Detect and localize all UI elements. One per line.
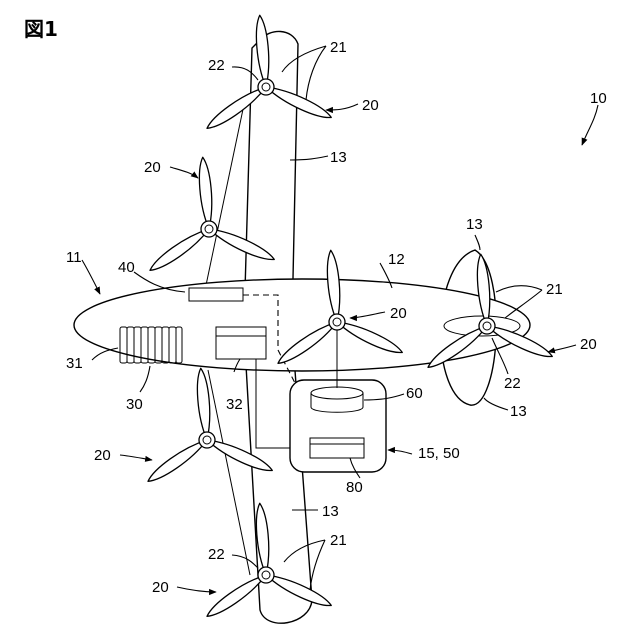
label-20-center: 20 (390, 305, 407, 322)
label-20-bottom: 20 (152, 579, 169, 596)
label-20-upper-left: 20 (144, 159, 161, 176)
label-13-right-bottom: 13 (510, 403, 527, 420)
label-22-right: 22 (504, 375, 521, 392)
label-21-right: 21 (546, 281, 563, 298)
label-20-right: 20 (580, 336, 597, 353)
label-10: 10 (590, 90, 607, 107)
fuselage-body (74, 279, 530, 371)
label-20-lower-left: 20 (94, 447, 111, 464)
label-40: 40 (118, 259, 135, 276)
label-13-right-top: 13 (466, 216, 483, 233)
label-22-bottom: 22 (208, 546, 225, 563)
label-12: 12 (388, 251, 405, 268)
label-30: 30 (126, 396, 143, 413)
label-15-50: 15, 50 (418, 445, 460, 462)
label-11: 11 (66, 249, 82, 266)
label-20-top: 20 (362, 97, 379, 114)
label-13-top: 13 (330, 149, 347, 166)
label-21-top: 21 (330, 39, 347, 56)
label-31: 31 (66, 355, 83, 372)
label-21-bottom: 21 (330, 532, 347, 549)
figure-title: 図1 (24, 17, 58, 41)
label-32: 32 (226, 396, 243, 413)
label-60: 60 (406, 385, 423, 402)
label-80: 80 (346, 479, 363, 496)
label-22-top: 22 (208, 57, 225, 74)
label-13-bottom: 13 (322, 503, 339, 520)
